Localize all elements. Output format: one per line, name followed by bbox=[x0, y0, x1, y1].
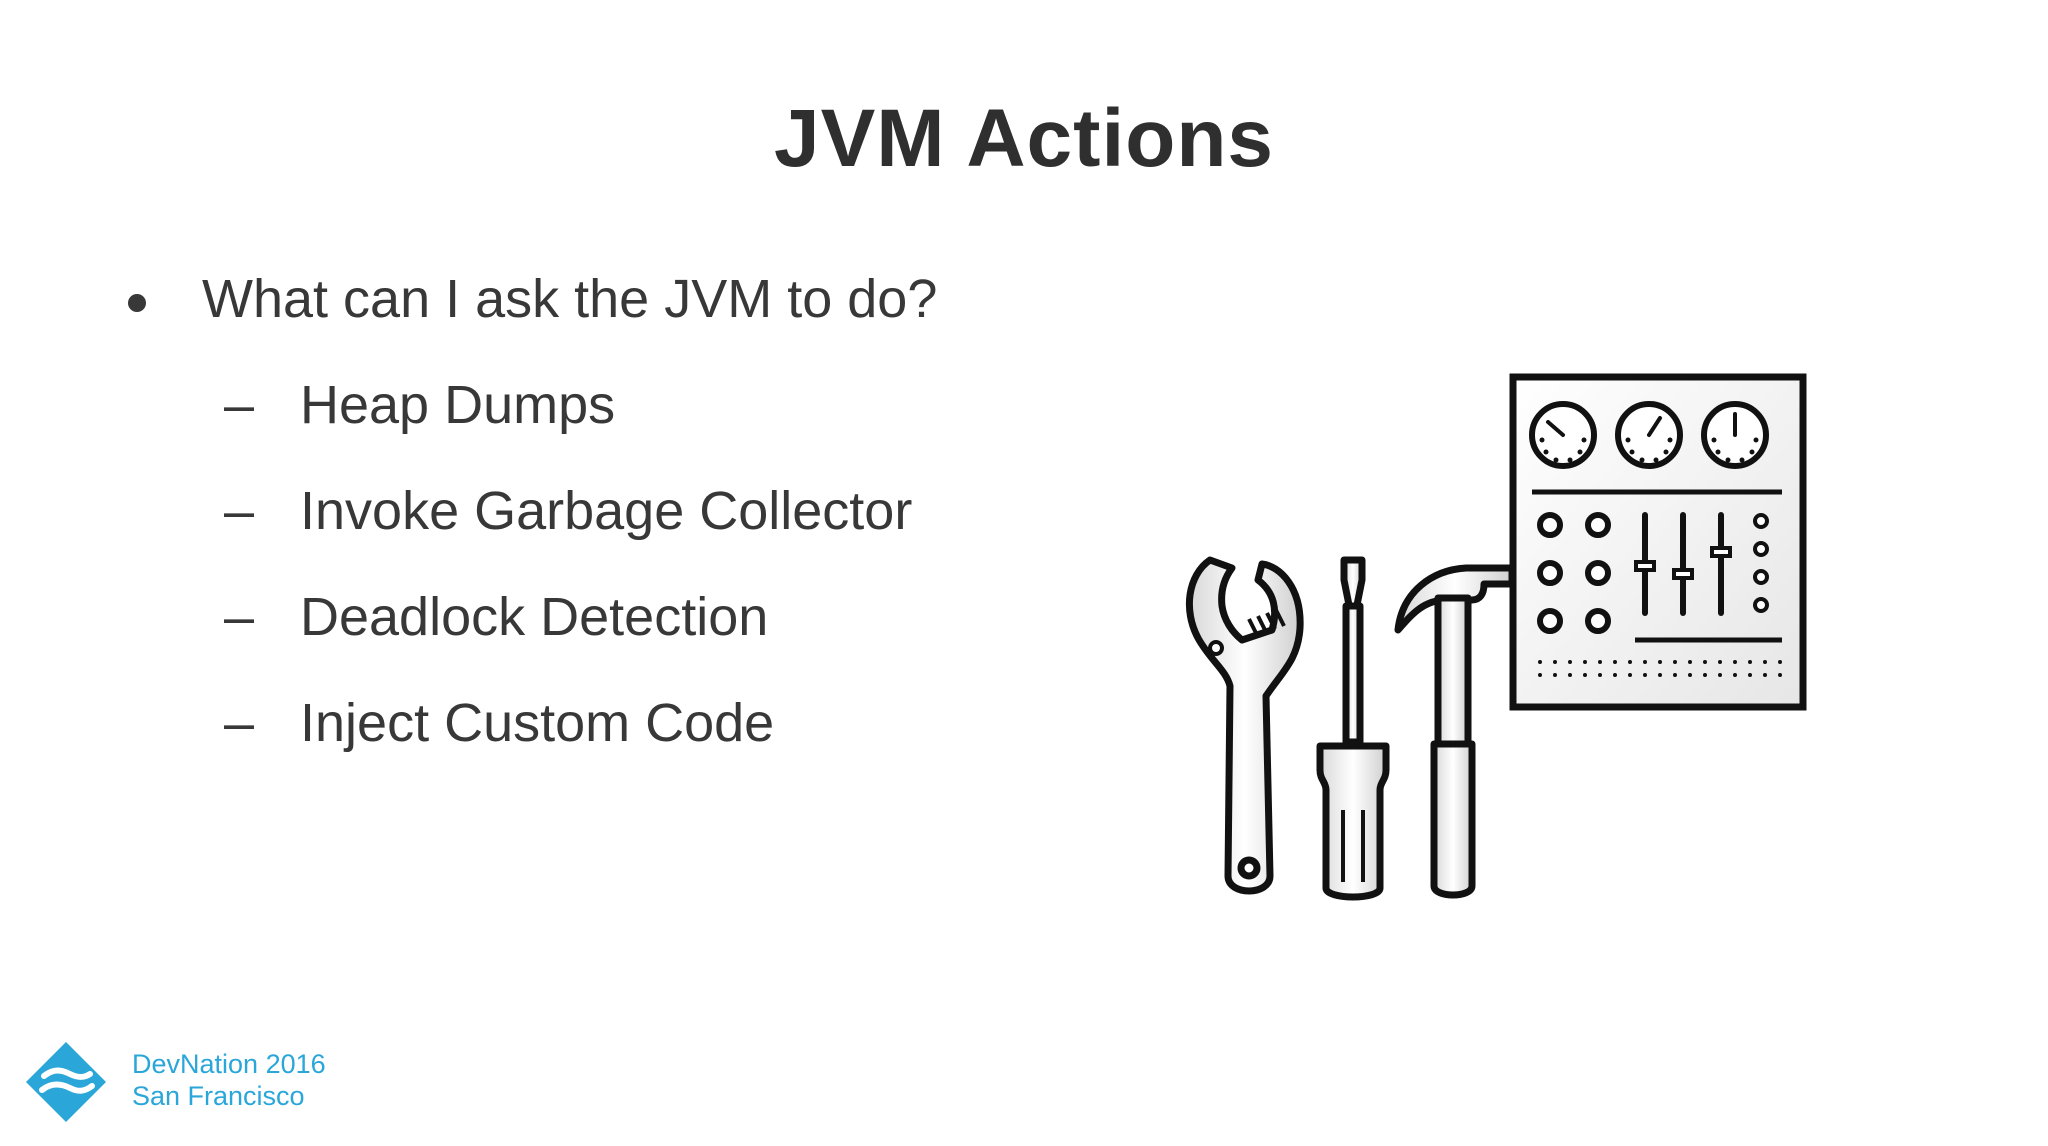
control-panel-icon bbox=[1509, 373, 1807, 711]
bullet-dot-icon bbox=[128, 294, 146, 312]
event-name: DevNation 2016 bbox=[132, 1049, 326, 1079]
event-location: San Francisco bbox=[132, 1081, 305, 1111]
hammer-icon bbox=[1394, 564, 1516, 899]
dash-icon: – bbox=[224, 375, 255, 435]
slide-title: JVM Actions bbox=[773, 93, 1275, 184]
devnation-logo-icon bbox=[26, 1042, 106, 1122]
wrench-icon bbox=[1185, 556, 1304, 895]
footer-text: DevNation 2016 San Francisco bbox=[132, 1048, 326, 1112]
screwdriver-icon bbox=[1316, 556, 1390, 901]
dash-icon: – bbox=[224, 481, 255, 541]
bullet-text: What can I ask the JVM to do? bbox=[202, 269, 938, 329]
sub-item-text: Invoke Garbage Collector bbox=[300, 481, 913, 541]
sub-item-text: Inject Custom Code bbox=[300, 693, 775, 753]
dash-icon: – bbox=[224, 693, 255, 753]
tools-illustration bbox=[1185, 373, 1807, 901]
footer-branding: DevNation 2016 San Francisco bbox=[24, 1040, 344, 1126]
dash-icon: – bbox=[224, 587, 255, 647]
sub-item-text: Deadlock Detection bbox=[300, 587, 769, 647]
sub-item-text: Heap Dumps bbox=[300, 375, 616, 435]
